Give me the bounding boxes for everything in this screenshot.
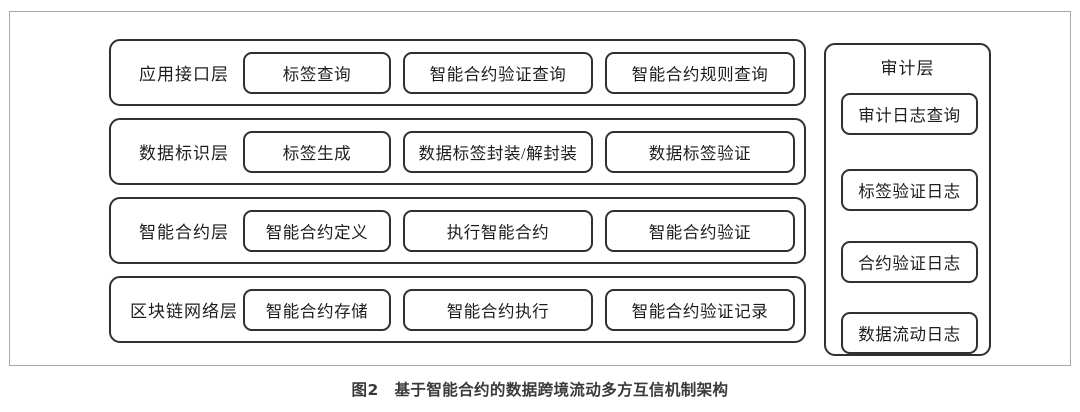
node-box[interactable]: 智能合约规则查询 [605,51,795,94]
node-box[interactable]: 智能合约验证记录 [605,288,795,331]
node-box[interactable]: 智能合约验证 [605,209,795,252]
layer-title: 应用接口层 [139,65,229,84]
figure-caption: 图2 基于智能合约的数据跨境流动多方互信机制架构 [351,381,729,399]
audit-box[interactable]: 数据流动日志 [841,312,978,354]
layer-node-group: 智能合约定义 执行智能合约 智能合约验证 [243,199,795,262]
node-box[interactable]: 执行智能合约 [403,209,593,252]
layer-row-data-identification: 数据标识层 标签生成 数据标签封装/解封装 数据标签验证 [109,118,806,185]
layer-row-application-interface: 应用接口层 标签查询 智能合约验证查询 智能合约规则查询 [109,39,806,106]
layer-node-group: 标签生成 数据标签封装/解封装 数据标签验证 [243,120,795,183]
layer-title: 智能合约层 [139,223,229,242]
layer-title: 数据标识层 [139,144,229,163]
diagram-outer-frame: 应用接口层 标签查询 智能合约验证查询 智能合约规则查询 数据标识层 标签生成 … [9,11,1071,366]
layer-title: 区块链网络层 [130,302,238,321]
node-box[interactable]: 数据标签验证 [605,130,795,173]
audit-box[interactable]: 审计日志查询 [841,93,978,135]
node-box[interactable]: 智能合约验证查询 [403,51,593,94]
node-box[interactable]: 智能合约定义 [243,209,391,252]
audit-box[interactable]: 合约验证日志 [841,241,978,283]
layer-node-group: 智能合约存储 智能合约执行 智能合约验证记录 [243,278,795,341]
layer-row-smart-contract: 智能合约层 智能合约定义 执行智能合约 智能合约验证 [109,197,806,264]
node-box[interactable]: 标签查询 [243,51,391,94]
layer-node-group: 标签查询 智能合约验证查询 智能合约规则查询 [243,41,795,104]
audit-layer-title: 审计层 [880,59,935,78]
layer-row-blockchain-network: 区块链网络层 智能合约存储 智能合约执行 智能合约验证记录 [109,276,806,343]
node-box[interactable]: 智能合约执行 [403,288,593,331]
layer-stack: 应用接口层 标签查询 智能合约验证查询 智能合约规则查询 数据标识层 标签生成 … [109,39,806,354]
node-box[interactable]: 数据标签封装/解封装 [403,130,593,173]
audit-layer-panel: 审计层 审计日志查询 标签验证日志 合约验证日志 数据流动日志 [824,43,991,356]
node-box[interactable]: 标签生成 [243,130,391,173]
node-box[interactable]: 智能合约存储 [243,288,391,331]
audit-box[interactable]: 标签验证日志 [841,169,978,211]
